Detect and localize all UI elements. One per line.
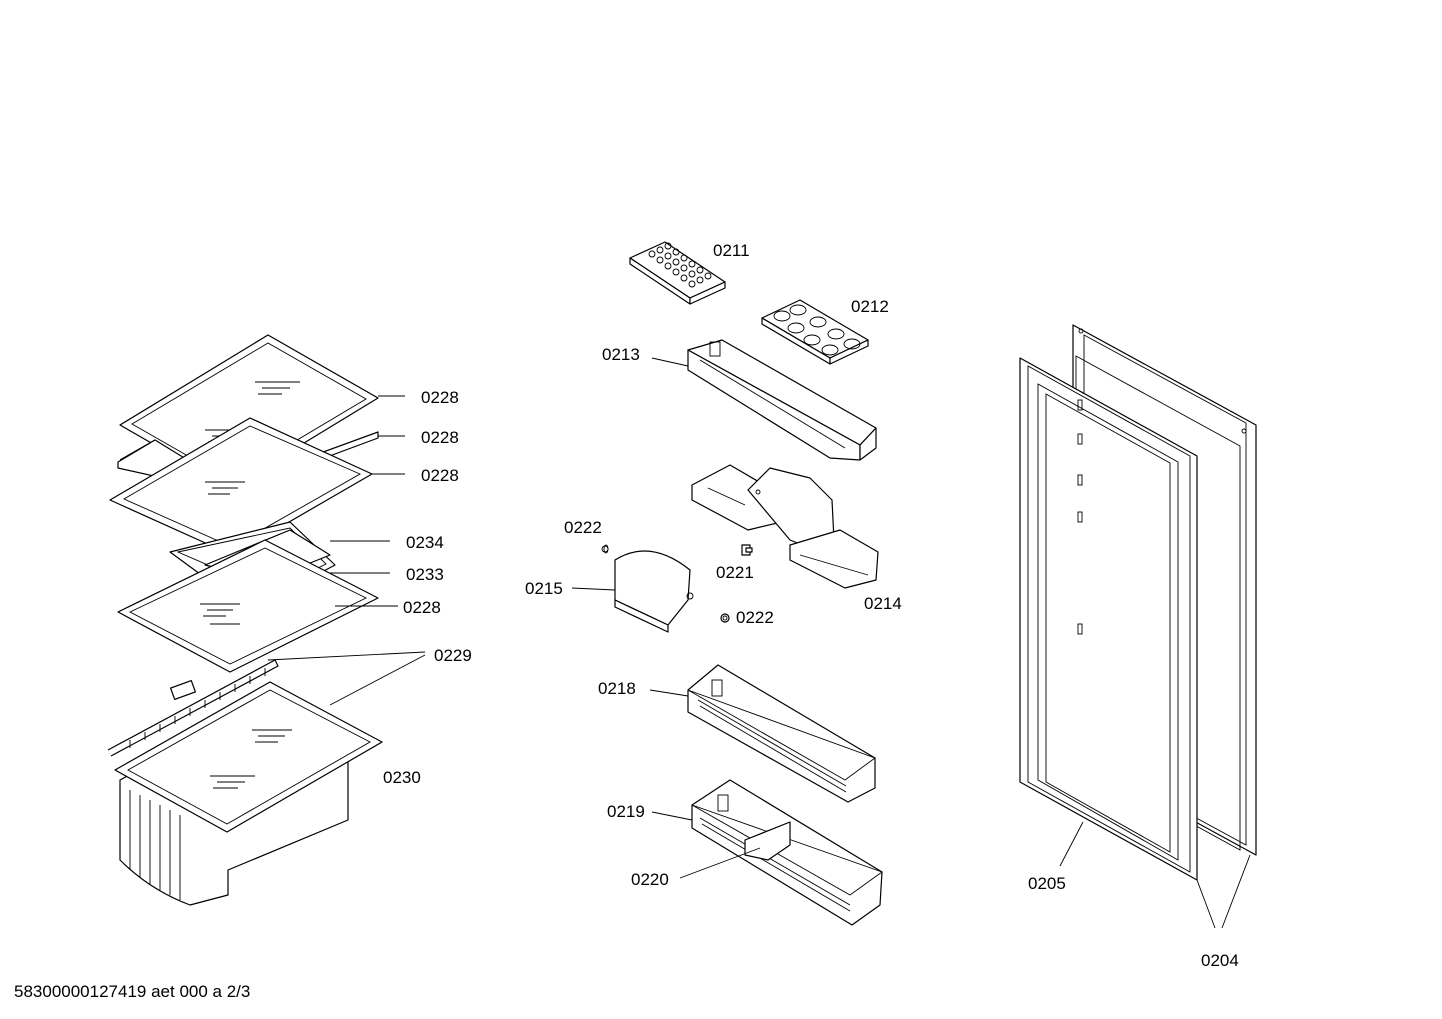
label-0233: 0233 [406,565,444,584]
label-0211: 0211 [713,241,750,260]
leader-lines [267,357,1251,929]
egg-tray [761,299,869,365]
label-0205: 0205 [1028,874,1066,893]
label-0221: 0221 [716,563,754,582]
drawing-reference-footer: 58300000127419 aet 000 a 2/3 [14,982,250,1001]
label-0220: 0220 [631,870,669,889]
small-fasteners [601,544,753,623]
ice-cube-tray [629,241,726,305]
label-0222-b: 0222 [736,608,774,627]
label-0228-c: 0228 [421,466,459,485]
bottle-divider [744,821,791,861]
bottle-shelf-with-holder [691,464,879,589]
label-0228-a: 0228 [421,388,459,407]
label-0234: 0234 [406,533,444,552]
label-0215: 0215 [525,579,563,598]
label-0228-d: 0228 [403,598,441,617]
callout-labels: 0211 0212 0213 0228 0228 0228 0222 0234 … [383,241,1239,970]
label-0212: 0212 [851,297,889,316]
door-shelf-middle [687,664,876,803]
label-0218: 0218 [598,679,636,698]
hinged-flap-cover [614,550,694,633]
label-0229: 0229 [434,646,472,665]
label-0230: 0230 [383,768,421,787]
glass-shelf-bottom [117,539,379,673]
label-0204: 0204 [1201,951,1239,970]
vegetable-bin [114,681,383,906]
label-0219: 0219 [607,802,645,821]
door-gasket [1019,357,1198,881]
door-shelf-bottom [691,779,883,926]
butter-shelf [687,339,877,461]
label-0228-b: 0228 [421,428,459,447]
label-0222-a: 0222 [564,518,602,537]
cover-rail-and-clip [107,659,279,757]
label-0214: 0214 [864,594,902,613]
label-0213: 0213 [602,345,640,364]
